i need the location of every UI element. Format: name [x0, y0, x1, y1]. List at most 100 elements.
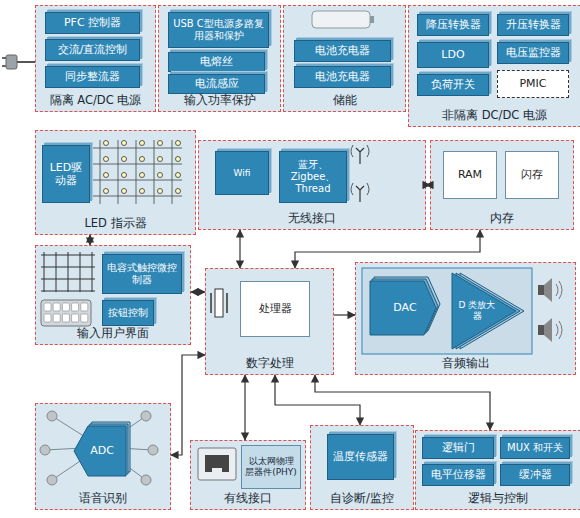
keypad-key [81, 303, 88, 311]
box-label: USB C型电源多路复用器和保护 [169, 18, 268, 42]
component-box: 电平位移器 [422, 464, 494, 486]
panel-title: 非隔离 DC/DC 电源 [409, 109, 580, 123]
group-panel: RAM闪存内存 [430, 140, 574, 230]
panel-title: 自诊断/监控 [311, 492, 413, 506]
keypad-key [62, 314, 69, 322]
component-box: 缓冲器 [500, 464, 570, 486]
component-box: MUX 和开关 [500, 437, 570, 459]
mic-wire [45, 447, 101, 450]
box-label: Wifi [231, 168, 254, 179]
group-panel: Wifi 蓝牙、Zigbee、Thread 无线接口 [198, 140, 426, 230]
component-box: PMIC [497, 70, 569, 98]
led-symbol [122, 189, 127, 194]
connector-arrow [239, 230, 240, 268]
group-panel: 电容式触控微控制器按钮控制输入用户界面 [35, 245, 191, 345]
radio-waves [351, 183, 369, 195]
led-symbol [104, 157, 109, 162]
speaker-body [538, 325, 544, 335]
connector-arrow [295, 230, 480, 268]
connector-arrow [191, 291, 205, 292]
box-label: 电容式触控微控制器 [103, 262, 181, 286]
box-label: 以太网物理层器件(PHY) [242, 456, 300, 478]
panel-title: 输入功率保护 [159, 94, 280, 108]
box-label: 电流感应 [192, 77, 242, 90]
keypad-key [62, 303, 69, 311]
box-label: 升压转换器 [503, 18, 564, 31]
led-wire [172, 140, 173, 204]
box-label: 缓冲器 [516, 468, 555, 481]
box-label: LED驱动器 [43, 161, 89, 187]
touch-grid [41, 267, 95, 268]
led-symbol [176, 173, 181, 178]
plug-prong [2, 57, 6, 59]
touch-grid [41, 291, 95, 292]
ethernet-port [198, 448, 236, 480]
sound-waves [556, 281, 562, 299]
panel-title: 有线接口 [191, 492, 305, 506]
led-symbol [122, 173, 127, 178]
crystal-symbol [215, 289, 223, 317]
component-box: 交流/直流控制 [45, 39, 140, 61]
mic-wire [101, 416, 146, 447]
speaker-cone [544, 278, 552, 302]
panel-title: 内存 [431, 212, 573, 226]
keypad-key [53, 314, 60, 322]
box-label: RAM [455, 168, 485, 181]
touch-grid [44, 252, 45, 292]
box-label: 电平位移器 [428, 468, 489, 481]
box-label: 电压监控器 [503, 46, 564, 59]
sound-waves [556, 321, 562, 339]
speaker-body [538, 285, 544, 295]
component-box: 蓝牙、Zigbee、Thread [279, 151, 347, 203]
connector-arrow [171, 355, 205, 455]
amp-outline [452, 273, 524, 349]
led-wire [100, 140, 101, 204]
led-symbol [140, 189, 145, 194]
box-label: PFC 控制器 [61, 16, 124, 29]
led-symbol [140, 141, 145, 146]
panel-title: 无线接口 [199, 212, 425, 226]
box-label: 同步整流器 [62, 70, 123, 83]
box-label: 蓝牙、Zigbee、Thread [280, 159, 346, 195]
speaker-cone [544, 318, 552, 342]
keypad-key [72, 314, 79, 322]
touch-grid [68, 252, 69, 292]
keypad-symbol [41, 300, 91, 326]
group-panel: 逻辑门 MUX 和开关电平位移器 缓冲器逻辑与控制 [415, 430, 580, 510]
plug-prong [2, 65, 6, 67]
keypad-key [81, 314, 88, 322]
keypad-key [44, 303, 51, 311]
component-box: USB C型电源多路复用器和保护 [168, 12, 269, 48]
group-panel: USB C型电源多路复用器和保护电熔丝电流感应输入功率保护 [158, 5, 281, 112]
component-box: PFC 控制器 [45, 12, 140, 34]
mic-wire [101, 447, 153, 450]
dac-shape [370, 281, 436, 335]
box-label: 电池充电器 [312, 44, 373, 57]
box-label: 逻辑门 [439, 441, 478, 454]
connector-arrow [244, 375, 245, 440]
led-wire [136, 140, 137, 204]
led-symbol [158, 173, 163, 178]
power-plug [6, 55, 17, 69]
panel-title: 逻辑与控制 [416, 492, 580, 506]
group-panel: 温度传感器自诊断/监控 [310, 425, 414, 510]
mic-wire [52, 416, 101, 447]
connector-arrow [334, 314, 355, 315]
box-label: LDO [438, 48, 467, 61]
crystal-plate [210, 293, 212, 313]
component-box: 负荷开关 [417, 74, 489, 96]
component-box: 电流感应 [168, 74, 265, 94]
component-box: LDO [417, 42, 489, 68]
group-panel: 处理器数字处理 [205, 268, 334, 375]
led-symbol [158, 189, 163, 194]
led-wire [154, 140, 155, 204]
crystal-plate [226, 293, 228, 313]
microphone-symbol [40, 445, 50, 455]
microphone-symbol [47, 411, 57, 421]
touch-grid [80, 252, 81, 292]
microphone-symbol [141, 411, 151, 421]
radio-waves [351, 145, 369, 157]
component-box: 降压转换器 [417, 14, 489, 36]
component-box: 电熔丝 [168, 52, 265, 72]
